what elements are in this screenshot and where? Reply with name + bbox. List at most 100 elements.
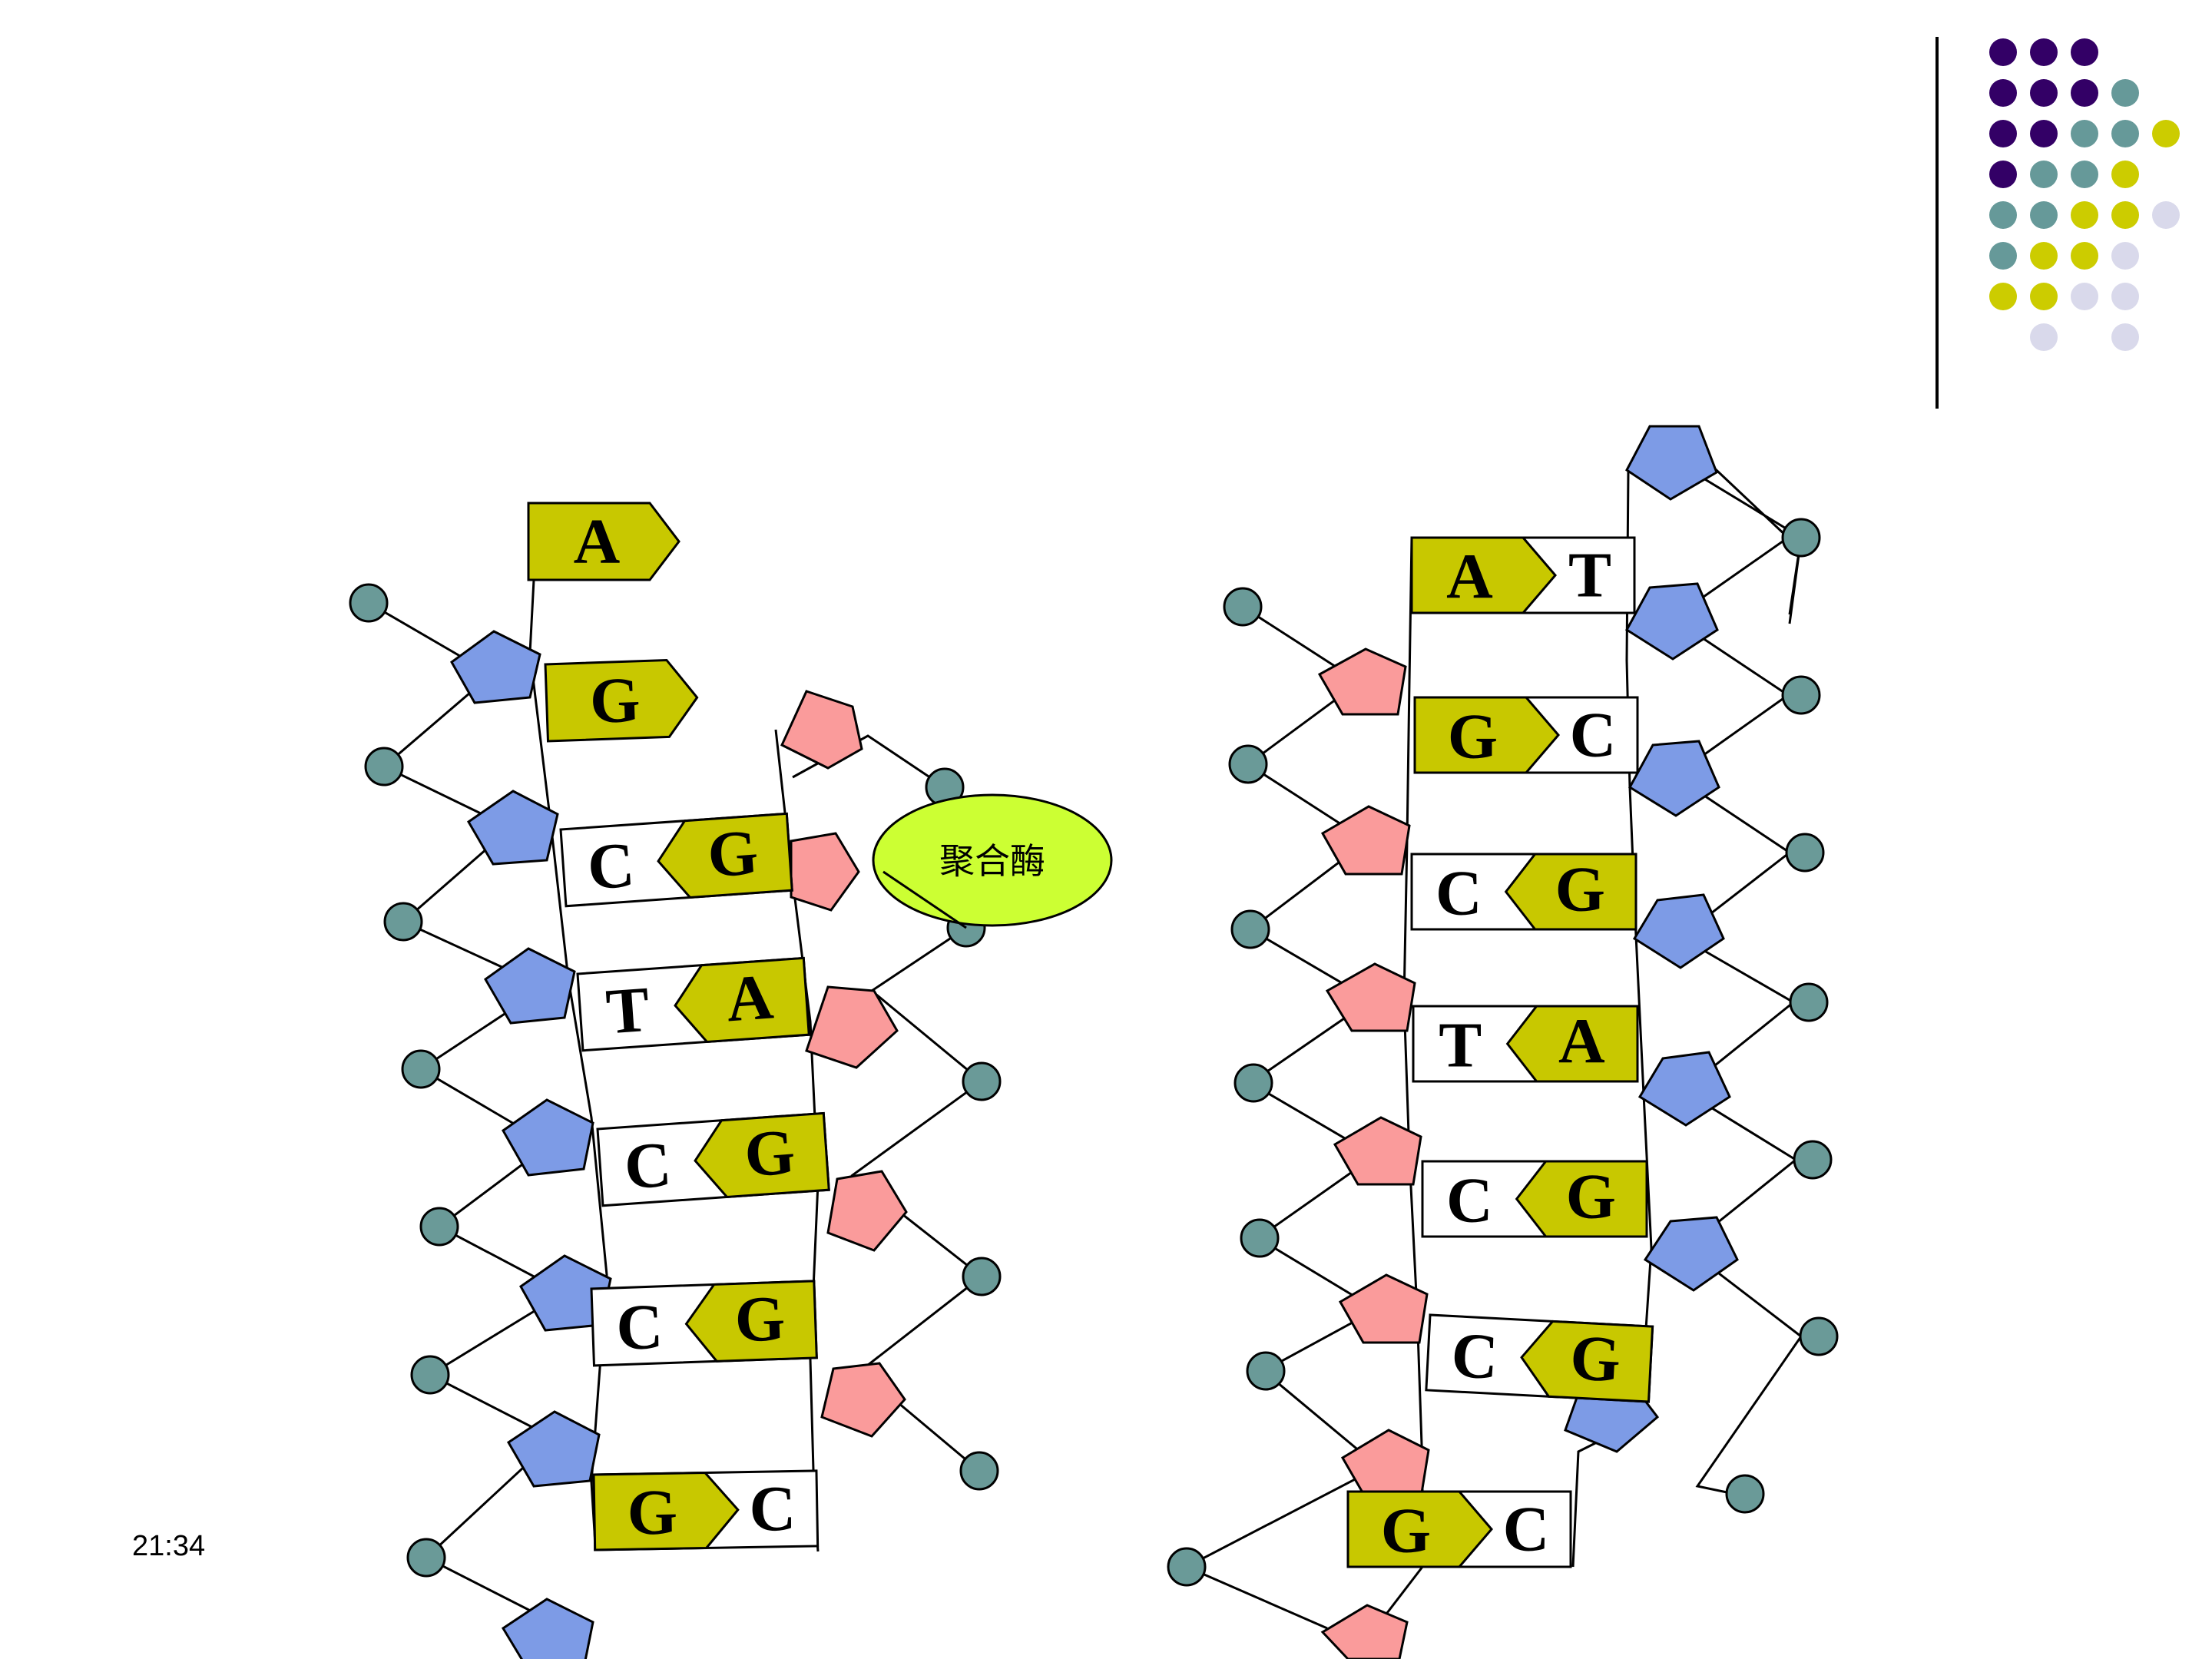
sugar-pentagon bbox=[1637, 1051, 1731, 1127]
base-shape bbox=[694, 1111, 830, 1199]
phosphate-circle bbox=[1167, 1547, 1207, 1587]
new-base-letter: G bbox=[742, 1116, 797, 1190]
decorative-dot bbox=[2030, 120, 2058, 147]
phosphate-circle bbox=[1223, 587, 1263, 627]
left-phosphates bbox=[349, 583, 1002, 1578]
decorative-dot bbox=[1989, 120, 2017, 147]
decorative-dot bbox=[2111, 283, 2139, 310]
right-left-backbone bbox=[1184, 605, 1381, 1630]
enzyme-label: 聚合酶 bbox=[939, 840, 1045, 882]
template-base-letter: A bbox=[1446, 541, 1493, 612]
sugar-pentagon bbox=[501, 1598, 594, 1659]
decorative-dot bbox=[2030, 323, 2058, 351]
decorative-dot bbox=[1989, 283, 2017, 310]
phosphate-circle bbox=[1785, 833, 1825, 873]
phosphate-circle bbox=[1230, 909, 1270, 949]
phosphate-circle bbox=[1246, 1351, 1286, 1391]
enzyme-link bbox=[882, 870, 967, 929]
phosphate-circle bbox=[1240, 1218, 1280, 1258]
new-base-letter: G bbox=[1555, 854, 1605, 926]
base-shape bbox=[657, 812, 793, 899]
base-shape bbox=[527, 502, 680, 581]
decorative-dot bbox=[2030, 201, 2058, 229]
sugar-pentagon bbox=[790, 832, 860, 912]
decorative-dot bbox=[2111, 201, 2139, 229]
sugar-pentagon bbox=[1320, 805, 1411, 876]
sugar-pentagon bbox=[1625, 425, 1718, 501]
sugar-pentagon bbox=[805, 985, 899, 1069]
sugar-pentagon bbox=[1625, 582, 1719, 661]
sugar-pentagon bbox=[1643, 1216, 1739, 1292]
decorative-dot bbox=[2030, 161, 2058, 188]
sugar-pentagon bbox=[1340, 1429, 1430, 1499]
polymerase-enzyme: 聚合酶 bbox=[872, 793, 1113, 929]
base-shape bbox=[1520, 1320, 1654, 1403]
decorative-dot bbox=[2152, 120, 2180, 147]
base-shape bbox=[544, 658, 699, 743]
phosphate-circle bbox=[1781, 518, 1821, 558]
decorative-dot bbox=[2111, 323, 2139, 351]
decorative-dot bbox=[2111, 242, 2139, 270]
template-base-letter: C bbox=[1435, 857, 1482, 929]
base-letter: A bbox=[574, 506, 621, 578]
decorative-dot bbox=[2030, 242, 2058, 270]
new-base-letter: G bbox=[733, 1283, 786, 1356]
sugar-pentagon bbox=[467, 790, 559, 866]
base-letter: G bbox=[588, 664, 641, 737]
template-base-letter: C bbox=[585, 830, 637, 904]
template-base-letter: G bbox=[1381, 1495, 1431, 1566]
phosphate-circle bbox=[383, 902, 423, 942]
sugar-pentagon bbox=[502, 1098, 594, 1177]
phosphate-circle bbox=[401, 1049, 441, 1089]
decorative-dot bbox=[2071, 201, 2098, 229]
sugar-pentagon bbox=[484, 947, 576, 1025]
sugar-pentagon bbox=[519, 1254, 612, 1332]
decorative-dot bbox=[2071, 242, 2098, 270]
template-base-letter: T bbox=[1439, 1009, 1482, 1081]
decorative-dot-grid bbox=[1989, 38, 2180, 351]
new-base-letter: A bbox=[1558, 1006, 1605, 1078]
left-free-base: A bbox=[527, 502, 680, 581]
phosphate-circle bbox=[1228, 744, 1268, 784]
decorative-dot bbox=[2071, 79, 2098, 107]
decorative-dot bbox=[2071, 283, 2098, 310]
sugar-pentagon bbox=[506, 1410, 601, 1488]
decorative-dot bbox=[2030, 38, 2058, 66]
decorative-dot bbox=[2111, 79, 2139, 107]
decorative-dot bbox=[2071, 38, 2098, 66]
base-shape bbox=[674, 956, 810, 1044]
phosphate-circle bbox=[1233, 1063, 1273, 1103]
left-free-base: G bbox=[544, 658, 699, 743]
sugar-pentagon bbox=[820, 1362, 906, 1438]
decorative-dot bbox=[1989, 79, 2017, 107]
decorative-dot bbox=[1989, 161, 2017, 188]
decorative-dot bbox=[1989, 38, 2017, 66]
decorative-dot bbox=[1989, 201, 2017, 229]
template-base-letter: G bbox=[1448, 700, 1498, 772]
template-base-letter: C bbox=[1449, 1320, 1499, 1393]
new-base-letter: C bbox=[749, 1473, 796, 1545]
base-shape bbox=[592, 1471, 740, 1551]
phosphate-circle bbox=[1793, 1140, 1833, 1180]
template-base-letter: G bbox=[627, 1477, 678, 1549]
decorative-dot bbox=[2030, 79, 2058, 107]
phosphate-circle bbox=[419, 1207, 459, 1247]
phosphate-circle bbox=[410, 1355, 450, 1395]
sugar-pentagon bbox=[1333, 1116, 1422, 1186]
sugar-pentagon bbox=[1325, 962, 1416, 1032]
base-shape bbox=[1515, 1160, 1648, 1238]
phosphate-circle bbox=[1799, 1316, 1839, 1356]
new-base-letter: G bbox=[705, 816, 760, 891]
right-pink-sugars bbox=[1317, 647, 1430, 1659]
template-base-letter: T bbox=[604, 974, 651, 1048]
phosphate-circle bbox=[1725, 1474, 1765, 1514]
